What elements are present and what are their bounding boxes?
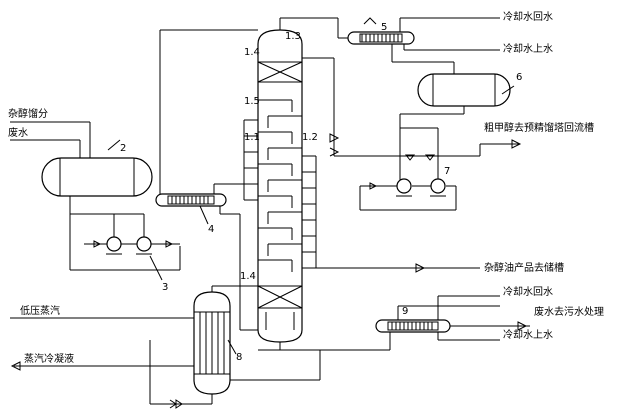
feed-pumps-3 [70, 213, 180, 281]
overhead-vapor-line [279, 17, 348, 39]
reboiler-8 [10, 285, 321, 409]
reflux-pumps-7 [359, 127, 457, 211]
condenser-5 [347, 17, 500, 74]
number-4: 4 [208, 224, 215, 235]
cooling-water-return-top-label: 冷却水回水 [503, 12, 553, 23]
waste-water-treatment-label: 废水去污水处理 [534, 307, 604, 318]
number-1-1: 1.1 [244, 132, 260, 143]
number-8: 8 [236, 352, 243, 363]
low-pressure-steam-label: 低压蒸汽 [20, 306, 60, 317]
number-6: 6 [516, 72, 523, 83]
reflux-line [302, 57, 522, 157]
number-1-2: 1.2 [302, 132, 318, 143]
number-1-5: 1.5 [244, 96, 260, 107]
cooling-water-supply-bottom-label: 冷却水上水 [503, 330, 553, 341]
number-1-4-top: 1.4 [244, 47, 260, 58]
number-2: 2 [120, 143, 127, 154]
number-5: 5 [381, 22, 388, 33]
waste-water-label: 废水 [8, 128, 28, 139]
feed-tank-2 [10, 121, 181, 271]
preheater-4 [155, 29, 258, 331]
reflux-tank-6 [399, 73, 515, 128]
side-draw-nozzles [243, 119, 480, 273]
number-7: 7 [444, 166, 451, 177]
fusel-oil-product-label: 杂醇油产品去储槽 [484, 263, 564, 274]
steam-condensate-label: 蒸汽冷凝液 [24, 354, 74, 365]
distillation-column [257, 29, 303, 351]
cooling-water-return-bottom-label: 冷却水回水 [503, 287, 553, 298]
column-trays [258, 99, 302, 272]
number-3: 3 [162, 282, 169, 293]
valve-markers [169, 17, 377, 409]
number-1-4-bottom: 1.4 [240, 271, 256, 282]
number-1-3: 1.3 [285, 31, 301, 42]
fusel-oil-feed-label: 杂醇馏分 [8, 109, 48, 120]
cooling-water-supply-top-label: 冷却水上水 [503, 44, 553, 55]
crude-methanol-label: 粗甲醇去预精馏塔回流槽 [484, 123, 594, 134]
cooler-9 [302, 295, 530, 351]
number-9: 9 [402, 306, 409, 317]
